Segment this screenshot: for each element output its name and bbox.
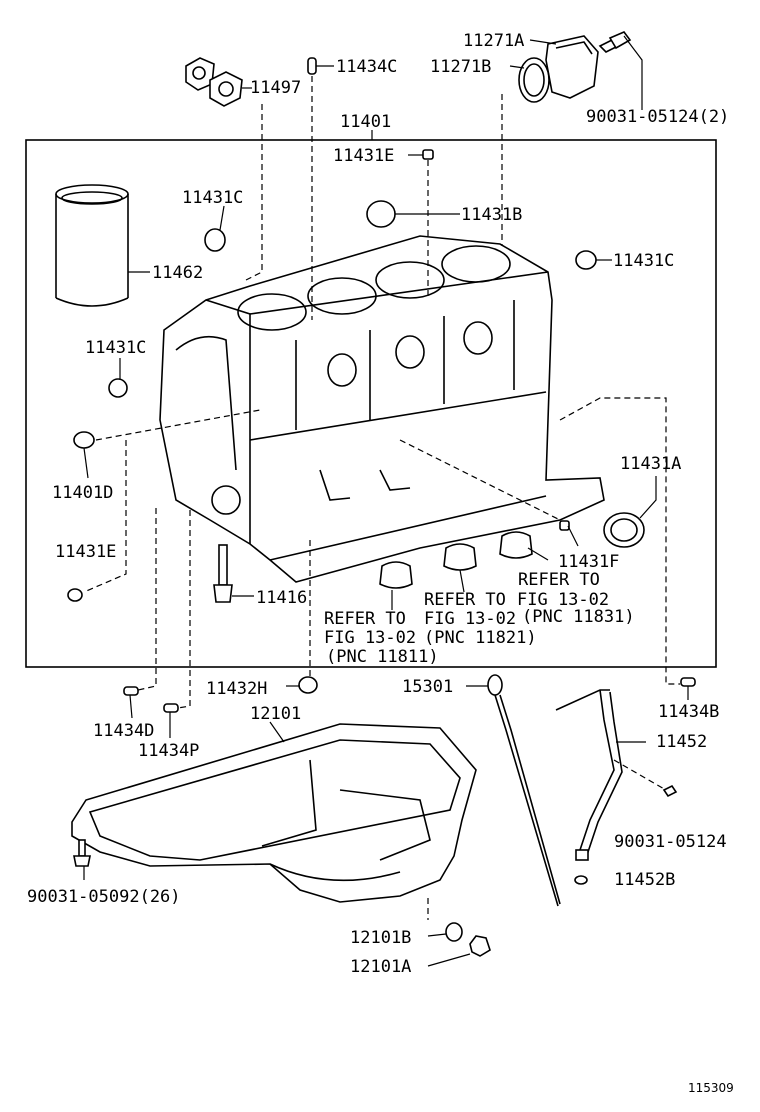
ref2-line2: FIG 13-02	[424, 609, 516, 629]
bearing-11821-illustration	[443, 543, 477, 571]
plug-11431e-top-illustration	[422, 149, 434, 160]
label-11431c-3: 11431C	[85, 338, 146, 358]
dashed-alignment-lines	[83, 76, 680, 920]
label-11434b: 11434B	[658, 702, 719, 722]
seal-11431a-illustration	[603, 512, 645, 548]
label-11434c: 11434C	[336, 57, 397, 77]
leader-lines	[83, 35, 689, 967]
label-11431e-top: 11431E	[333, 146, 394, 166]
label-15301: 15301	[402, 677, 453, 697]
label-11416: 11416	[256, 588, 307, 608]
pin-11434p-illustration	[163, 703, 179, 713]
label-12101: 12101	[250, 704, 301, 724]
gasket-12101b-illustration	[445, 922, 463, 942]
cylinder-block-illustration	[159, 235, 605, 583]
label-12101a: 12101A	[350, 957, 411, 977]
ref3-line1: REFER TO	[518, 570, 600, 590]
plug-11431f-illustration	[559, 520, 570, 531]
plug-11431c-2-illustration	[575, 250, 597, 270]
part-11434c-illustration	[307, 57, 317, 75]
ref3-line2: FIG 13-02	[517, 590, 609, 610]
label-11401d: 11401D	[52, 483, 113, 503]
label-11432h: 11432H	[206, 679, 267, 699]
ref1-line2: FIG 13-02	[324, 628, 416, 648]
label-12101b: 12101B	[350, 928, 411, 948]
bearing-11811-illustration	[379, 561, 413, 589]
label-11401: 11401	[340, 112, 391, 132]
plug-12101a-illustration	[469, 935, 491, 957]
bolt-90031-05092-illustration	[73, 839, 91, 867]
label-11497: 11497	[250, 78, 301, 98]
label-11452: 11452	[656, 732, 707, 752]
label-11431e-bottom: 11431E	[55, 542, 116, 562]
bolt-11416-illustration	[213, 544, 233, 603]
plug-11432h-illustration	[298, 676, 318, 694]
figure-number: 115309	[688, 1081, 734, 1095]
part-11462-liner-illustration	[55, 184, 129, 307]
part-11497-illustration	[185, 57, 243, 107]
label-11431c-1: 11431C	[182, 188, 243, 208]
label-90031-05124: 90031-05124	[614, 832, 727, 852]
plug-11431b-illustration	[366, 200, 396, 228]
plug-11431e-bottom-illustration	[67, 588, 83, 602]
block-group-frame	[25, 139, 717, 668]
label-11431f: 11431F	[558, 552, 619, 572]
ring-11452b-illustration	[574, 875, 588, 885]
plug-11431c-3-illustration	[108, 378, 128, 398]
label-11271a: 11271A	[463, 31, 524, 51]
label-90031-05124-2: 90031-05124(2)	[586, 107, 729, 127]
bearing-11831-illustration	[499, 531, 533, 559]
ref2-line3: (PNC 11821)	[424, 628, 537, 648]
part-11271a-illustration	[545, 35, 599, 99]
label-11431c-2: 11431C	[613, 251, 674, 271]
dipstick-15301-illustration	[487, 674, 561, 907]
plug-11431c-1-illustration	[204, 228, 226, 252]
pin-11434b-illustration	[680, 677, 696, 687]
oil-pan-12101-illustration	[71, 723, 477, 903]
label-11431a: 11431A	[620, 454, 681, 474]
part-11401d-illustration	[73, 431, 95, 449]
ref1-line1: REFER TO	[324, 609, 406, 629]
bolt-90031-05124-top-illustration	[598, 31, 632, 53]
part-11271b-illustration	[518, 57, 550, 103]
label-11271b: 11271B	[430, 57, 491, 77]
label-11462: 11462	[152, 263, 203, 283]
label-11431b: 11431B	[461, 205, 522, 225]
pin-11434d-illustration	[123, 686, 139, 696]
label-11434p: 11434P	[138, 741, 199, 761]
label-90031-05092: 90031-05092(26)	[27, 887, 181, 907]
ref1-line3: (PNC 11811)	[326, 647, 439, 667]
label-11434d: 11434D	[93, 721, 154, 741]
ref2-line1: REFER TO	[424, 590, 506, 610]
label-11452b: 11452B	[614, 870, 675, 890]
ref3-line3: (PNC 11831)	[522, 607, 635, 627]
guide-11452-illustration	[555, 689, 623, 861]
bolt-90031-05124-right-illustration	[662, 784, 678, 798]
